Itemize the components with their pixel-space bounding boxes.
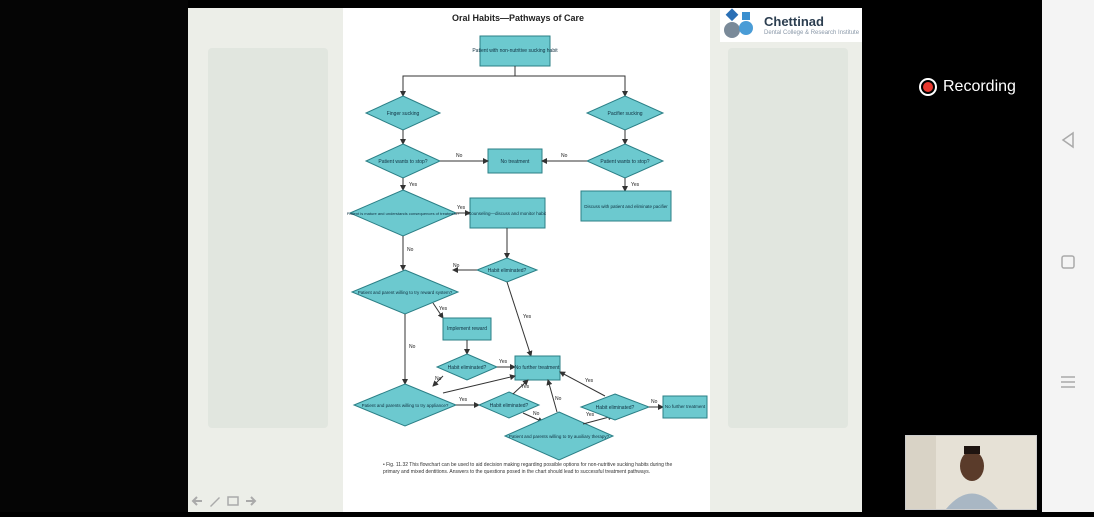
slide-toolbar	[190, 494, 258, 508]
logo-subtitle: Dental College & Research Institute	[764, 30, 860, 36]
appliance-label: Patient and parents willing to try appli…	[362, 403, 449, 408]
edge-label-yes: Yes	[459, 397, 468, 403]
edge-label-yes: Yes	[586, 412, 595, 418]
edge-label-yes: Yes	[439, 306, 448, 312]
edge-label-yes: Yes	[457, 205, 466, 211]
habit-elim-4-diamond	[579, 393, 651, 421]
appliance-diamond	[352, 383, 458, 427]
recording-indicator[interactable]: Recording	[919, 78, 1016, 96]
edge-label-yes: Yes	[409, 182, 418, 188]
counseling-label: Counseling—discuss and monitor habit	[468, 211, 547, 216]
slides-icon[interactable]	[226, 494, 240, 508]
habit-elim-1-label: Habit eliminated?	[488, 268, 527, 274]
figure-caption: • Fig. 11.32 This flowchart can be used …	[383, 462, 673, 475]
discuss-label: Discuss with patient and eliminate pacif…	[584, 204, 668, 209]
edge-label-no: No	[435, 376, 442, 382]
no-treatment-label: No treatment	[501, 159, 531, 165]
document-page: .b{fill:#6cc9cf;stroke:#2b7f86;stroke-wi…	[343, 8, 710, 512]
edge-label-yes: Yes	[585, 378, 594, 384]
no-further-box	[514, 355, 561, 381]
mature-label: Patient is mature and understands conseq…	[347, 211, 460, 216]
edge-label-no: No	[561, 153, 568, 159]
edge-label-no: No	[407, 247, 414, 253]
wants-stop-left-label: Patient wants to stop?	[378, 159, 427, 165]
start-box	[479, 35, 551, 67]
reward-label: Patient and parent willing to try reward…	[358, 290, 453, 295]
habit-elim-4-label: Habit eliminated?	[596, 405, 635, 411]
forward-arrow-icon[interactable]	[244, 494, 258, 508]
android-nav-bar	[1042, 0, 1094, 512]
home-square-icon[interactable]	[1058, 252, 1078, 272]
habit-elim-2-label: Habit eliminated?	[448, 365, 487, 371]
habit-elim-3-diamond	[477, 391, 541, 419]
habit-elim-2-diamond	[435, 353, 499, 381]
record-icon	[919, 78, 937, 96]
wants-stop-right-label: Patient wants to stop?	[600, 159, 649, 165]
edge-label-no: No	[533, 411, 540, 417]
edge-label-no: No	[555, 396, 562, 402]
back-triangle-icon[interactable]	[1058, 130, 1078, 150]
menu-lines-icon[interactable]	[1058, 372, 1078, 392]
recording-label: Recording	[943, 78, 1016, 95]
logo-name: Chettinad	[764, 14, 824, 29]
aux-label: Patient and parents willing to try auxil…	[509, 434, 610, 439]
edge-label-yes: Yes	[631, 182, 640, 188]
webcam-thumbnail[interactable]	[905, 435, 1037, 510]
finger-label: Finger sucking	[387, 111, 420, 117]
start-label: Patient with non-nutritive sucking habit	[472, 48, 558, 54]
no-further-2-box	[662, 395, 708, 419]
no-further-label: No further treatment	[515, 365, 560, 371]
edge-label-yes: Yes	[521, 384, 530, 390]
left-black-bar	[0, 0, 188, 512]
slide-title: Oral Habits—Pathways of Care	[452, 13, 584, 23]
back-arrow-icon[interactable]	[190, 494, 204, 508]
edge-label-yes: Yes	[499, 359, 508, 365]
chettinad-logo: Chettinad Dental College & Research Inst…	[720, 8, 862, 42]
flowchart: .b{fill:#6cc9cf;stroke:#2b7f86;stroke-wi…	[347, 13, 708, 475]
logo-mark-icon	[724, 8, 753, 38]
pen-icon[interactable]	[208, 494, 222, 508]
edge-label-no: No	[456, 153, 463, 159]
presenter-video	[906, 436, 1036, 509]
right-black-bar	[862, 8, 1042, 512]
edge-label-no: No	[453, 263, 460, 269]
counseling-box	[469, 197, 546, 229]
no-further-2-label: No further treatment	[665, 404, 706, 409]
discuss-box	[580, 190, 672, 222]
aux-diamond	[503, 411, 615, 461]
edge-label-no: No	[409, 344, 416, 350]
pacifier-label: Pacifier sucking	[607, 111, 642, 117]
edge-label-yes: Yes	[523, 314, 532, 320]
implement-label: Implement reward	[447, 326, 487, 332]
habit-elim-3-label: Habit eliminated?	[490, 403, 529, 409]
edge-label-no: No	[651, 399, 658, 405]
